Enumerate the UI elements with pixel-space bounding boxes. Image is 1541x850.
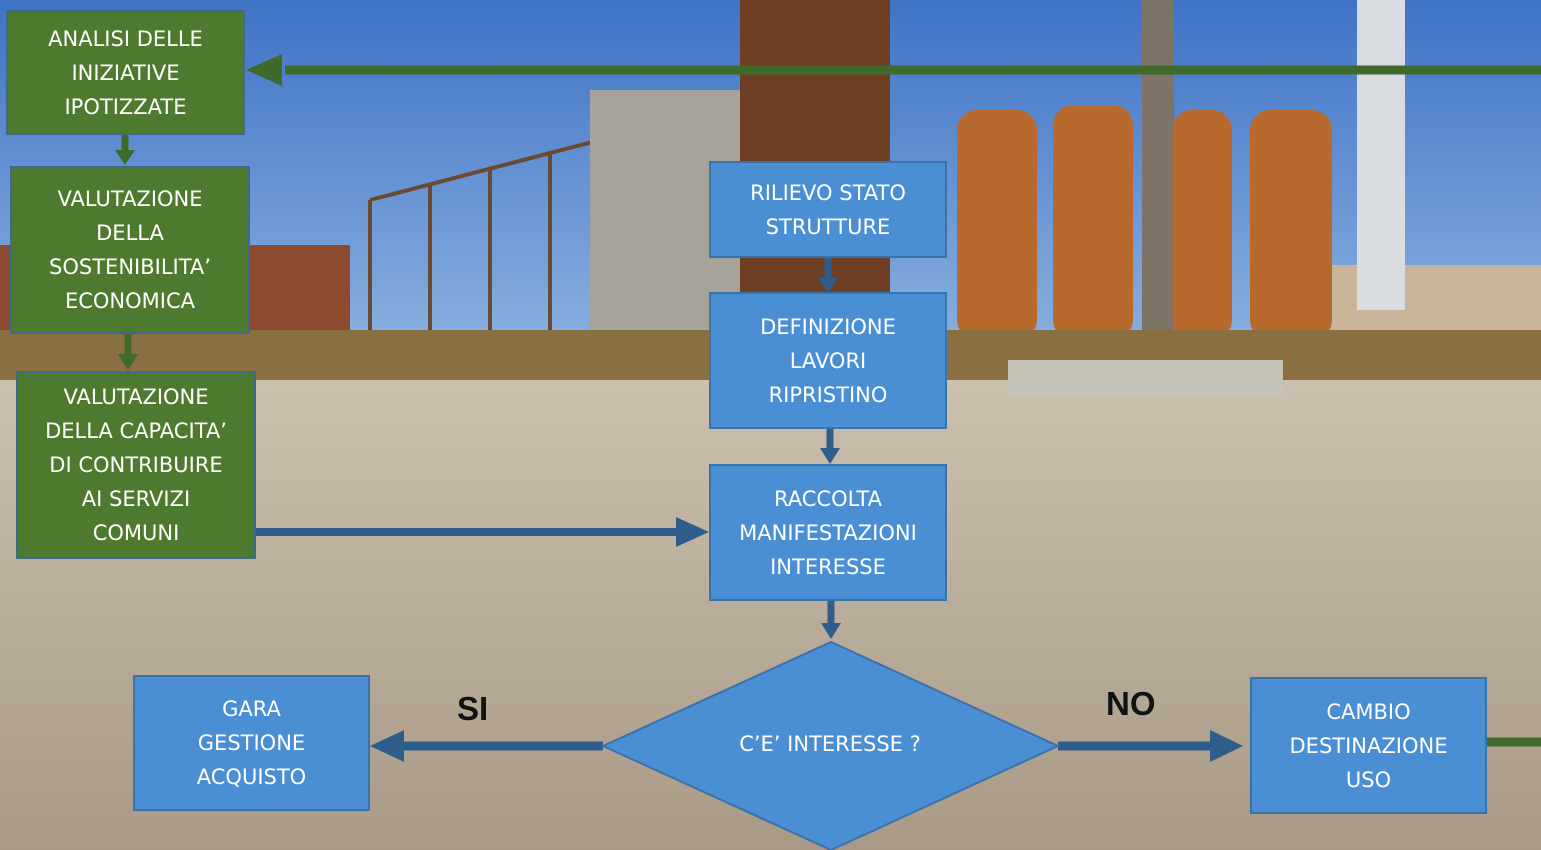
node-valutazione-capacita: VALUTAZIONE DELLA CAPACITA’ DI CONTRIBUI… [16,371,256,559]
node-gara-gestione: GARA GESTIONE ACQUISTO [133,675,370,811]
arrowhead [370,730,404,762]
node-raccolta-manifestazioni: RACCOLTA MANIFESTAZIONI INTERESSE [709,464,947,601]
node-valutazione-sostenibilita: VALUTAZIONE DELLA SOSTENIBILITA’ ECONOMI… [10,166,250,334]
decision-label: C’E’ INTERESSE ? [739,732,921,756]
edge-label-yes: SI [457,690,489,727]
decision-diamond [600,640,1061,850]
arrowhead [118,354,138,370]
edge-label-no: NO [1106,685,1156,722]
node-rilievo-strutture: RILIEVO STATO STRUTTURE [709,161,947,258]
arrowhead [115,150,135,165]
node-cambio-destinazione: CAMBIO DESTINAZIONE USO [1250,677,1487,814]
arrowhead [676,517,709,547]
feedback-arrowhead [246,54,282,86]
arrowhead [818,278,838,293]
node-analisi-iniziative: ANALISI DELLE INIZIATIVE IPOTIZZATE [6,10,245,135]
arrowhead [1210,730,1243,762]
arrowhead [821,623,841,639]
node-definizione-lavori: DEFINIZIONE LAVORI RIPRISTINO [709,292,947,429]
arrowhead [820,448,840,464]
